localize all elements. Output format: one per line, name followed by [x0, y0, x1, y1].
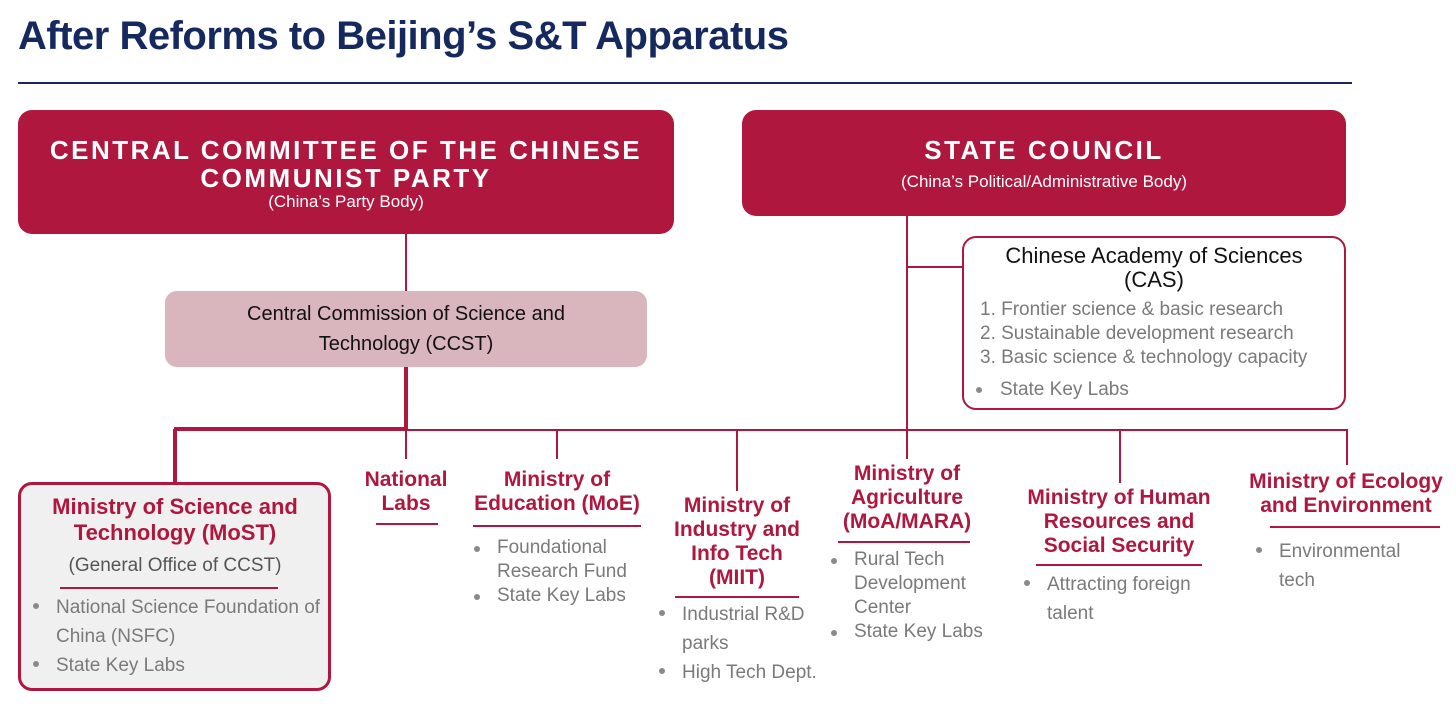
ccp-box: CENTRAL COMMITTEE OF THE CHINESE COMMUNI… [18, 110, 674, 234]
connector-horizontal-bus [174, 429, 1348, 431]
national-labs-title: National Labs [364, 468, 448, 515]
connector-ccst-down [404, 367, 408, 429]
list-item: Industrial R&D parks [656, 600, 822, 658]
most-underline [60, 587, 278, 589]
connector-sc-down [906, 216, 908, 430]
miit-underline [675, 596, 799, 598]
connector-moe [556, 429, 558, 459]
cas-bullet-label: State Key Labs [1000, 379, 1129, 400]
miit-items: Industrial R&D parks High Tech Dept. [656, 600, 846, 687]
list-item: National Science Foundation of China (NS… [30, 593, 330, 651]
most-note: (General Office of CCST) [68, 555, 282, 576]
connector-mee [1346, 429, 1348, 465]
mee-underline [1270, 526, 1440, 528]
moe-items: Foundational Research Fund State Key Lab… [471, 536, 661, 608]
connector-ccp-ccst [405, 234, 407, 291]
ccst-title: Central Commission of Science and Techno… [247, 303, 565, 355]
moa-title: Ministry of Agriculture (MoA/MARA) [842, 462, 972, 533]
cas-item: 3. Basic science & technology capacity [980, 347, 1308, 368]
list-item: Attracting foreign talent [1021, 570, 1217, 628]
page-title: After Reforms to Beijing’s S&T Apparatus [18, 14, 789, 58]
most-box [18, 482, 331, 691]
list-item: Foundational Research Fund [471, 536, 661, 584]
state-council-title: STATE COUNCIL [924, 135, 1164, 165]
mee-items: Environmental tech [1253, 537, 1443, 595]
ccst-box: Central Commission of Science and Techno… [165, 291, 647, 367]
connector-national-labs [405, 429, 407, 459]
cas-title: Chinese Academy of Sciences (CAS) [1005, 243, 1303, 292]
cas-box: Chinese Academy of Sciences (CAS) 1. Fro… [962, 236, 1346, 410]
moe-title: Ministry of Education (MoE) [474, 468, 640, 515]
mohrss-title: Ministry of Human Resources and Social S… [1027, 486, 1211, 557]
ccp-title: CENTRAL COMMITTEE OF THE CHINESE COMMUNI… [49, 135, 643, 193]
moa-items: Rural Tech Development Center State Key … [828, 548, 1028, 644]
mee-title: Ministry of Ecology and Environment [1249, 470, 1443, 517]
list-item: State Key Labs [30, 651, 330, 680]
connector-sc-cas [906, 266, 962, 268]
cas-bullet: State Key Labs [964, 378, 1344, 402]
national-labs-underline [376, 523, 438, 525]
connector-bus-thick [174, 427, 408, 431]
cas-item: 2. Sustainable development research [980, 323, 1294, 344]
list-item: High Tech Dept. [656, 658, 846, 687]
list-item: Environmental tech [1253, 537, 1409, 595]
connector-moa [906, 429, 908, 459]
bullet-dot [976, 386, 982, 393]
title-divider [18, 82, 1352, 84]
state-council-subtitle: (China’s Political/Administrative Body) [901, 172, 1187, 191]
connector-mohrss [1119, 429, 1121, 483]
mohrss-items: Attracting foreign talent [1021, 570, 1231, 628]
list-item: Rural Tech Development Center [828, 548, 994, 620]
list-item: State Key Labs [471, 584, 661, 608]
cas-item: 1. Frontier science & basic research [980, 299, 1284, 320]
ccp-subtitle: (China’s Party Body) [268, 192, 424, 211]
list-item: State Key Labs [828, 620, 1028, 644]
moe-underline [473, 525, 641, 527]
state-council-box: STATE COUNCIL (China’s Political/Adminis… [742, 110, 1346, 216]
mohrss-underline [1036, 564, 1202, 566]
most-items: National Science Foundation of China (NS… [30, 593, 330, 680]
connector-most [173, 429, 177, 482]
moa-underline [838, 541, 970, 543]
miit-title: Ministry of Industry and Info Tech (MIIT… [673, 494, 800, 589]
connector-miit [736, 429, 738, 491]
most-title: Ministry of Science and Technology (MoST… [52, 494, 298, 545]
